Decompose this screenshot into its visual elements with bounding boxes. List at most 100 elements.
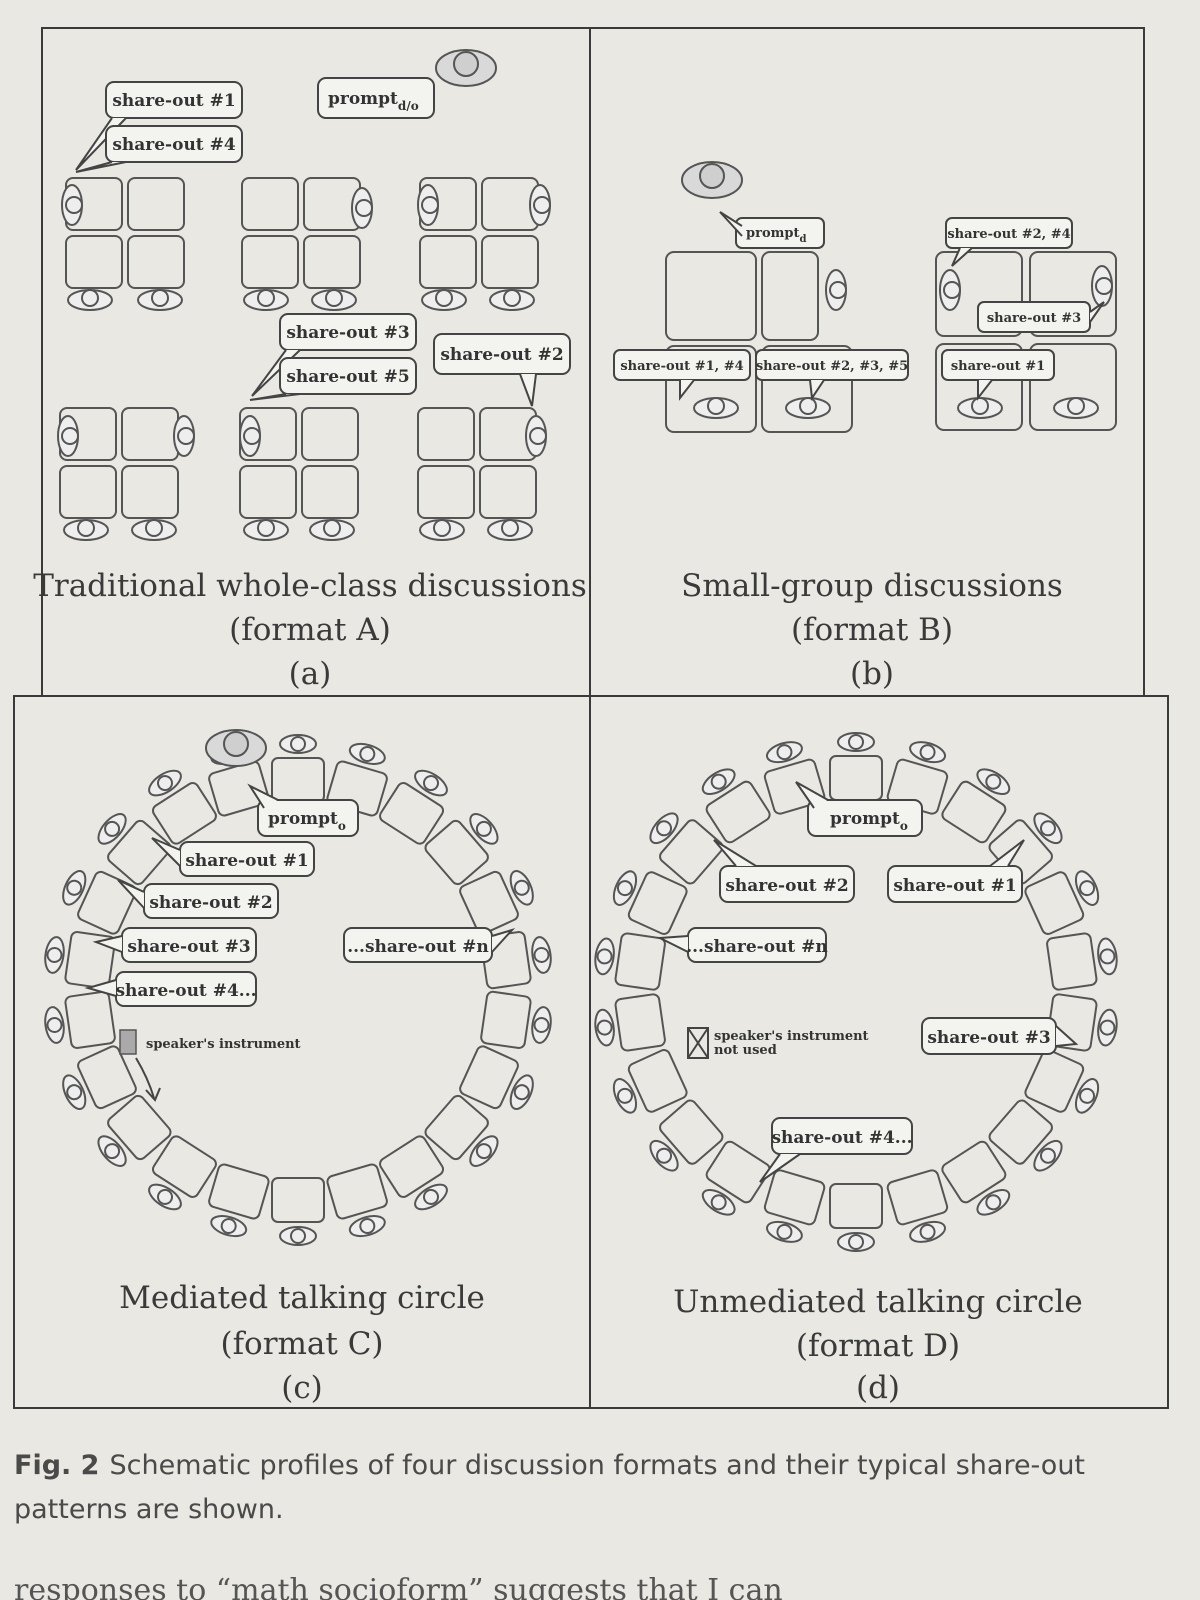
desk	[614, 993, 666, 1052]
desk	[763, 1169, 826, 1226]
student-icon	[765, 1220, 803, 1243]
student-icon	[148, 769, 182, 797]
panel-d-title: Unmediated talking circle	[673, 1284, 1083, 1320]
student-icon	[612, 870, 638, 906]
label-a-4: share-out #4	[112, 135, 235, 155]
desk-cluster	[65, 177, 185, 289]
student-icon	[279, 734, 317, 754]
student-icon	[469, 1135, 499, 1167]
student-icon	[765, 741, 803, 764]
speech-bubbles	[613, 211, 1105, 401]
student-icon	[414, 769, 448, 797]
student-icon	[612, 1078, 638, 1114]
desk	[271, 1177, 325, 1223]
label-a-5: share-out #5	[286, 367, 409, 387]
note-d-line2: not used	[714, 1043, 777, 1058]
panel-d	[594, 732, 1118, 1252]
student-icon	[594, 1008, 615, 1047]
body-text-fragment: responses to “math socioform” suggests t…	[14, 1576, 783, 1600]
desk	[379, 1135, 445, 1198]
label-c-n: ...share-out #n	[347, 937, 489, 957]
desk	[480, 990, 532, 1049]
student-icon	[148, 1183, 182, 1211]
desk	[107, 819, 172, 886]
desk	[459, 870, 519, 935]
label-a-3: share-out #3	[286, 323, 409, 343]
desk	[829, 1183, 883, 1229]
speech-bubbles	[75, 77, 571, 407]
desk-group-left	[665, 251, 853, 433]
panel-c	[44, 729, 552, 1246]
desk	[271, 757, 325, 803]
desk	[941, 1140, 1007, 1204]
desk	[705, 1140, 771, 1204]
panel-c-letter: (c)	[281, 1370, 323, 1406]
label-a-1: share-out #1	[112, 91, 235, 111]
desk	[151, 1135, 217, 1198]
desk	[151, 782, 217, 845]
student-icon	[509, 870, 534, 906]
desk	[424, 1094, 489, 1161]
student-icon	[976, 1188, 1011, 1216]
label-b-2: share-out #3	[987, 311, 1081, 326]
panel-a-title: Traditional whole-class discussions	[33, 568, 587, 604]
student-icon	[1074, 870, 1100, 906]
panel-titles: Traditional whole-class discussions (for…	[33, 568, 1083, 1406]
panel-b-title: Small-group discussions	[681, 568, 1063, 604]
label-c-4: share-out #4...	[115, 981, 256, 1001]
student-icon	[210, 1215, 248, 1238]
desk-cluster	[241, 177, 361, 289]
desk	[627, 1049, 688, 1113]
crossed-instrument-icon	[687, 1027, 709, 1059]
desk	[614, 932, 666, 991]
label-d-n: ...share-out #n	[686, 937, 828, 957]
label-c-2: share-out #2	[149, 893, 272, 913]
desk	[1024, 1049, 1085, 1113]
label-b-4: share-out #2, #3, #5	[756, 359, 908, 374]
student-icon	[594, 937, 615, 976]
teacher-icon	[681, 161, 743, 199]
desk	[886, 1169, 949, 1226]
student-icon	[62, 870, 87, 906]
student-icon	[44, 936, 65, 974]
label-d-3: share-out #3	[927, 1028, 1050, 1048]
student-icon	[348, 742, 386, 765]
panel-d-letter: (d)	[856, 1370, 900, 1406]
label-a-2: share-out #2	[440, 345, 563, 365]
panel-a-format: (format A)	[229, 612, 391, 648]
student-icon	[469, 813, 499, 845]
student-icon	[1097, 1008, 1118, 1047]
student-icon	[1074, 1078, 1100, 1114]
speech-bubbles	[656, 781, 1079, 1183]
desk	[77, 1045, 137, 1110]
student-icon	[909, 1220, 947, 1243]
prompt-d: prompto	[830, 809, 908, 833]
student-icon	[909, 741, 947, 764]
desk	[77, 870, 137, 935]
student-icon	[97, 1135, 127, 1167]
label-c-1: share-out #1	[185, 851, 308, 871]
desk-cluster	[419, 177, 539, 289]
teacher-icon	[205, 729, 267, 767]
desk-cluster	[59, 407, 179, 519]
desk	[829, 755, 883, 801]
label-d-2: share-out #2	[725, 876, 848, 896]
panel-grid	[13, 27, 1169, 1409]
prompt-b: promptd	[746, 226, 806, 245]
student-icon	[44, 1006, 65, 1044]
student-icon	[62, 1074, 87, 1110]
desk-cluster	[417, 407, 537, 519]
student-icon	[649, 812, 679, 845]
student-icon	[1033, 812, 1063, 845]
student-icon	[279, 1226, 317, 1246]
label-d-1: share-out #1	[893, 876, 1016, 896]
desk	[1024, 871, 1085, 935]
student-icon	[348, 1215, 386, 1238]
student-icon	[531, 1006, 552, 1044]
student-icon	[649, 1139, 679, 1172]
figure-caption-text: Schematic profiles of four discussion fo…	[14, 1450, 1086, 1525]
student-icon	[509, 1074, 534, 1110]
desk	[208, 760, 270, 817]
label-b-3: share-out #1, #4	[620, 359, 743, 374]
